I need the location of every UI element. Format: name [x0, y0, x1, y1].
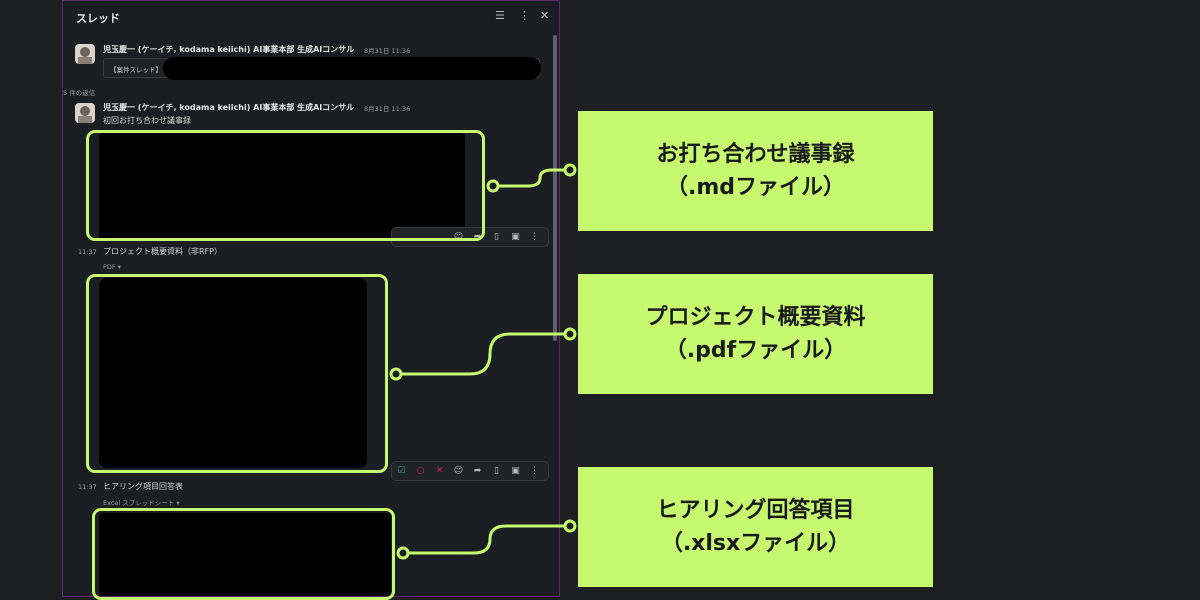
thread-tag: 【案件スレッド】 — [110, 66, 162, 74]
connector-line-pdf — [402, 332, 566, 376]
highlight-md-attachment — [86, 130, 485, 241]
app-icon[interactable]: ▣ — [511, 232, 520, 242]
more-vertical-icon[interactable]: ⋮ — [519, 9, 530, 22]
message-text: プロジェクト概要資料（非RFP） — [103, 247, 222, 256]
redacted-content — [163, 57, 541, 80]
connector-dot — [396, 546, 410, 560]
redacted-attachment-md[interactable] — [99, 133, 465, 239]
file-type-text: PDF — [103, 263, 116, 271]
redacted-attachment-xlsx[interactable] — [99, 513, 391, 596]
annotation-subtitle: （.xlsxファイル） — [660, 531, 851, 556]
scrollbar[interactable] — [553, 35, 557, 341]
annotation-title: プロジェクト概要資料 — [645, 305, 866, 330]
replies-count-label: 5 件の返信 — [63, 89, 96, 97]
message-time[interactable]: 11:37 — [78, 248, 97, 256]
avatar[interactable] — [75, 44, 95, 64]
left-background — [0, 0, 62, 600]
annotation-title: ヒアリング回答項目 — [656, 498, 855, 523]
annotation-subtitle: （.mdファイル） — [665, 175, 846, 200]
connector-dot — [563, 327, 577, 341]
connector-dot — [563, 163, 577, 177]
file-type-label[interactable]: Excel スプレッドシート ▾ — [103, 497, 180, 507]
list-filter-icon[interactable]: ☰ — [495, 9, 505, 22]
file-type-label[interactable]: PDF ▾ — [103, 263, 121, 271]
message-timestamp[interactable]: 8月31日 11:36 — [364, 47, 411, 55]
emoji-icon[interactable]: ☺ — [453, 466, 464, 476]
caret-down-icon[interactable]: ▾ — [117, 263, 122, 271]
redacted-attachment-pdf[interactable] — [99, 278, 367, 468]
emoji-icon[interactable]: ☺ — [453, 232, 464, 242]
connector-dot — [389, 367, 403, 381]
bookmark-icon[interactable]: ▯ — [494, 232, 499, 242]
thread-title: スレッド — [76, 12, 120, 25]
connector-dot — [486, 179, 500, 193]
annotation-subtitle: （.pdfファイル） — [664, 338, 847, 363]
message-actions-toolbar: ☺ ➦ ▯ ▣ ⋮ — [391, 227, 549, 247]
annotation-md: お打ち合わせ議事録 （.mdファイル） — [578, 111, 933, 231]
highlight-xlsx-attachment — [92, 508, 395, 600]
connector-dot — [563, 519, 577, 533]
file-type-text: Excel スプレッドシート — [103, 499, 175, 507]
annotation-xlsx: ヒアリング回答項目 （.xlsxファイル） — [578, 467, 933, 587]
avatar[interactable] — [75, 103, 95, 123]
app-icon[interactable]: ▣ — [511, 466, 520, 476]
thread-header: スレッド ☰ ⋮ ✕ — [63, 1, 559, 33]
caret-down-icon[interactable]: ▾ — [176, 499, 180, 507]
connector-line-xlsx — [409, 524, 566, 555]
message-text: ヒアリング項目回答表 — [103, 482, 183, 491]
check-icon[interactable]: ☑ — [397, 466, 406, 476]
more-vertical-icon[interactable]: ⋮ — [530, 466, 539, 476]
thread-panel: スレッド ☰ ⋮ ✕ 児玉慶一 (ケーイチ, kodama keiichi) A… — [62, 0, 560, 597]
message-actions-toolbar: ☑ ○ ✕ ☺ ➦ ▯ ▣ ⋮ — [391, 461, 549, 481]
annotation-pdf: プロジェクト概要資料 （.pdfファイル） — [578, 274, 933, 394]
more-vertical-icon[interactable]: ⋮ — [530, 232, 539, 242]
message-text: 初回お打ち合わせ議事録 — [103, 116, 191, 125]
annotation-title: お打ち合わせ議事録 — [656, 142, 855, 167]
forward-icon[interactable]: ➦ — [473, 466, 482, 476]
circle-icon[interactable]: ○ — [416, 466, 425, 476]
bookmark-icon[interactable]: ▯ — [494, 466, 499, 476]
close-icon[interactable]: ✕ — [540, 9, 550, 22]
connector-line-md — [499, 168, 566, 188]
message-time[interactable]: 11:37 — [78, 483, 97, 491]
message-timestamp[interactable]: 8月31日 11:36 — [364, 105, 411, 113]
sender-name[interactable]: 児玉慶一 (ケーイチ, kodama keiichi) AI事業本部 生成AIコ… — [103, 103, 355, 112]
sender-name[interactable]: 児玉慶一 (ケーイチ, kodama keiichi) AI事業本部 生成AIコ… — [103, 45, 355, 54]
cross-icon[interactable]: ✕ — [435, 466, 444, 476]
highlight-pdf-attachment — [86, 274, 388, 473]
